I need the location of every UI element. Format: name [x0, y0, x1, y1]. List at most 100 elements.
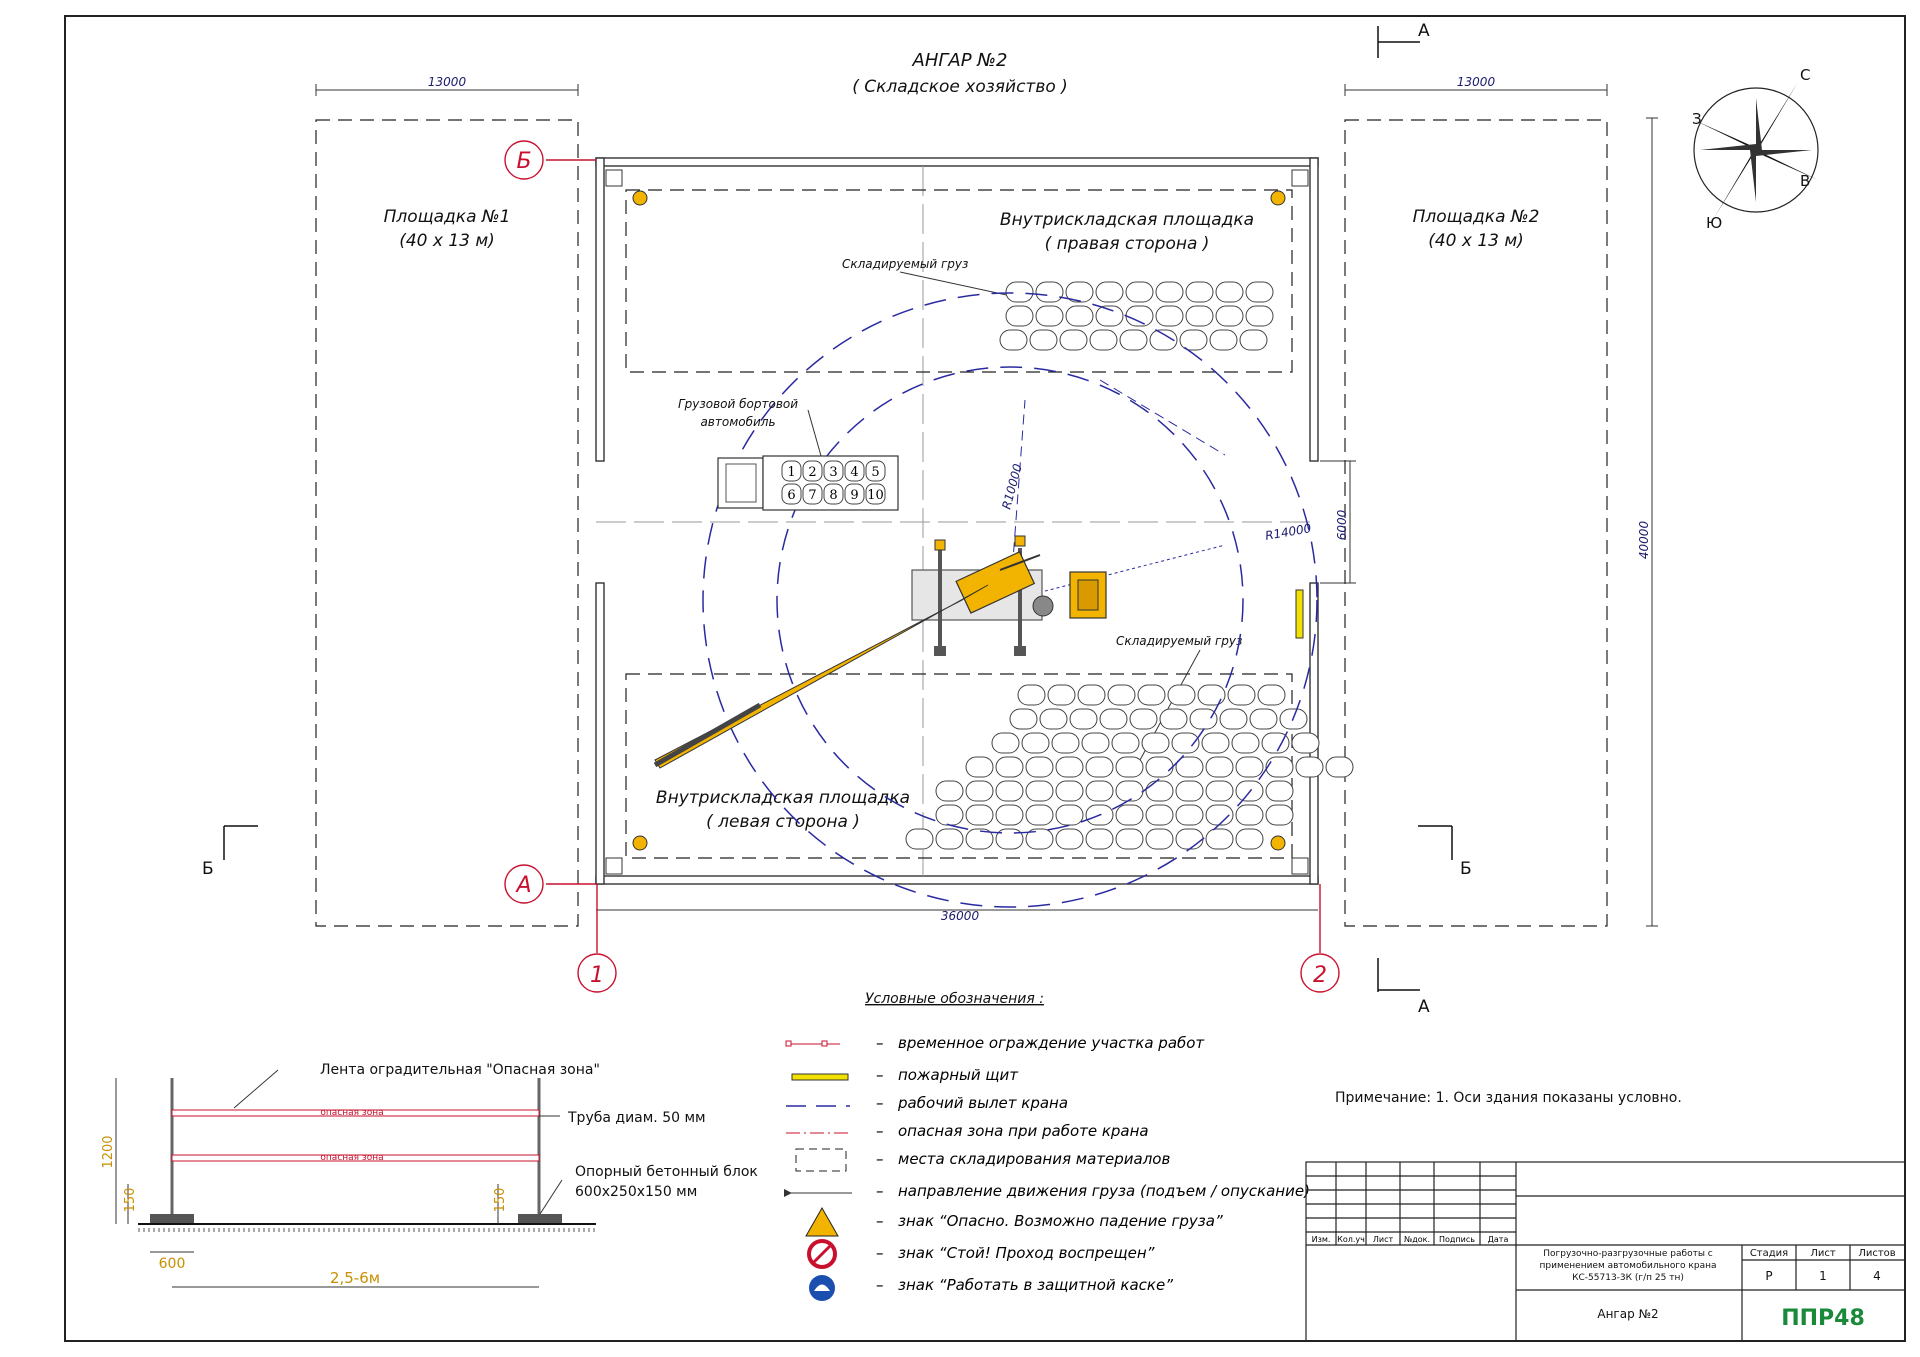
cargo-bale — [1257, 684, 1286, 706]
cargo-bale — [1167, 684, 1196, 706]
axis-2-label: 2 — [1313, 963, 1327, 988]
cargo-bale — [1155, 305, 1184, 327]
cargo-bale — [1089, 329, 1118, 351]
cargo-bale — [1209, 329, 1238, 351]
cargo-bale — [1021, 732, 1050, 754]
cargo-bale — [1025, 828, 1054, 850]
fence-pipe-label: Труба диам. 50 мм — [567, 1110, 706, 1126]
cargo-bale — [1265, 756, 1294, 778]
tb-column-header: №док. — [1404, 1235, 1430, 1244]
cargo-bale — [1175, 804, 1204, 826]
cargo-bale — [1295, 756, 1324, 778]
legend-dash: – — [876, 1244, 884, 1262]
cargo-bale — [995, 804, 1024, 826]
cargo-bale — [1125, 281, 1154, 303]
fence-h150b: 150 — [493, 1188, 508, 1213]
axis-b-label: Б — [516, 149, 531, 174]
truck-slot — [865, 460, 886, 482]
legend-title: Условные обозначения : — [865, 991, 1044, 1007]
fire-board-icon — [1295, 589, 1304, 639]
tb-stage-header: Стадия — [1750, 1248, 1788, 1259]
cargo-bale — [1185, 305, 1214, 327]
section-marks — [223, 26, 1453, 992]
left-area-side: ( левая сторона ) — [706, 812, 860, 832]
hangar-walls — [595, 157, 1319, 885]
right-area-title: Внутрискладская площадка — [1000, 210, 1254, 230]
cargo-bale — [1085, 828, 1114, 850]
cargo-bale — [1231, 732, 1260, 754]
cargo-bale — [1125, 305, 1154, 327]
site-1: 13000 Площадка №1 (40 х 13 м) — [315, 75, 579, 927]
cargo-bale — [1145, 756, 1174, 778]
compass-s: Ю — [1706, 214, 1722, 232]
section-b-left: Б — [202, 859, 214, 879]
truck-slot-number: 2 — [808, 465, 816, 480]
title-block — [1305, 1161, 1906, 1342]
cargo-bale — [1179, 329, 1208, 351]
truck-crane — [653, 535, 1107, 769]
legend-item-label: опасная зона при работе крана — [898, 1122, 1149, 1140]
cargo-bale — [1107, 684, 1136, 706]
cargo-bale — [1261, 732, 1290, 754]
legend-dash: – — [876, 1094, 884, 1112]
cargo-bale — [1235, 828, 1264, 850]
tb-desc-1: Погрузочно-разгрузочные работы с — [1543, 1249, 1713, 1259]
cargo-bale — [1265, 780, 1294, 802]
tb-desc-2: применением автомобильного крана — [1540, 1261, 1717, 1271]
cargo-bale — [1065, 305, 1094, 327]
truck-slot-number: 3 — [829, 465, 837, 480]
dim-gate: 6000 — [1335, 509, 1349, 540]
fence-detail: опасная зона опасная зона 1200 150 150 6… — [101, 1062, 758, 1288]
truck-slot — [844, 460, 865, 482]
cargo-bale — [1215, 305, 1244, 327]
legend-item-label: пожарный щит — [898, 1066, 1019, 1084]
compass-rose: С З В Ю — [1692, 66, 1819, 232]
cargo-bale — [1025, 804, 1054, 826]
cargo-bale — [1085, 756, 1114, 778]
legend-item-label: знак “Стой! Проход воспрещен” — [898, 1244, 1155, 1262]
cargo-bale — [1047, 684, 1076, 706]
site2-size: (40 х 13 м) — [1428, 231, 1524, 251]
truck-slot — [823, 460, 844, 482]
site2-title: Площадка №2 — [1413, 207, 1540, 227]
cargo-bale — [1159, 708, 1188, 730]
truck-slot-number: 1 — [787, 465, 795, 480]
cargo-bale — [965, 780, 994, 802]
cargo-bale — [1205, 780, 1234, 802]
cargo-bale — [1115, 756, 1144, 778]
legend-dash: – — [876, 1212, 884, 1230]
cargo-bale — [1197, 684, 1226, 706]
dim-right-width: 13000 — [1457, 75, 1496, 89]
right-area-side: ( правая сторона ) — [1045, 234, 1210, 254]
cargo-bale — [1171, 732, 1200, 754]
cargo-bale — [1055, 756, 1084, 778]
cargo-bale — [1055, 828, 1084, 850]
tb-stage: Р — [1765, 1269, 1772, 1283]
storage-area-right — [625, 189, 1293, 373]
cargo-bale — [1175, 828, 1204, 850]
cargo-bale — [1115, 780, 1144, 802]
cargo-bales-top — [999, 281, 1274, 351]
cargo-bale — [1025, 780, 1054, 802]
cargo-bale — [999, 329, 1028, 351]
cargo-bale — [1035, 305, 1064, 327]
cargo-bale — [1065, 281, 1094, 303]
dim-span: 36000 — [941, 909, 980, 923]
cargo-bale — [905, 828, 934, 850]
cargo-bale — [1129, 708, 1158, 730]
stored-cargo-top-label: Складируемый груз — [842, 257, 968, 271]
cargo-bale — [1185, 281, 1214, 303]
cargo-bale — [1119, 329, 1148, 351]
cargo-bale — [1291, 732, 1320, 754]
cargo-bale — [1149, 329, 1178, 351]
cargo-bale — [995, 780, 1024, 802]
cargo-bale — [995, 756, 1024, 778]
crane-radius-small — [776, 366, 1244, 834]
legend-item-label: направление движения груза (подъем / опу… — [898, 1182, 1310, 1200]
compass-n: С — [1800, 66, 1810, 84]
tb-object: Ангар №2 — [1597, 1307, 1658, 1321]
cargo-bale — [1227, 684, 1256, 706]
truck-label-2: автомобиль — [700, 415, 775, 429]
